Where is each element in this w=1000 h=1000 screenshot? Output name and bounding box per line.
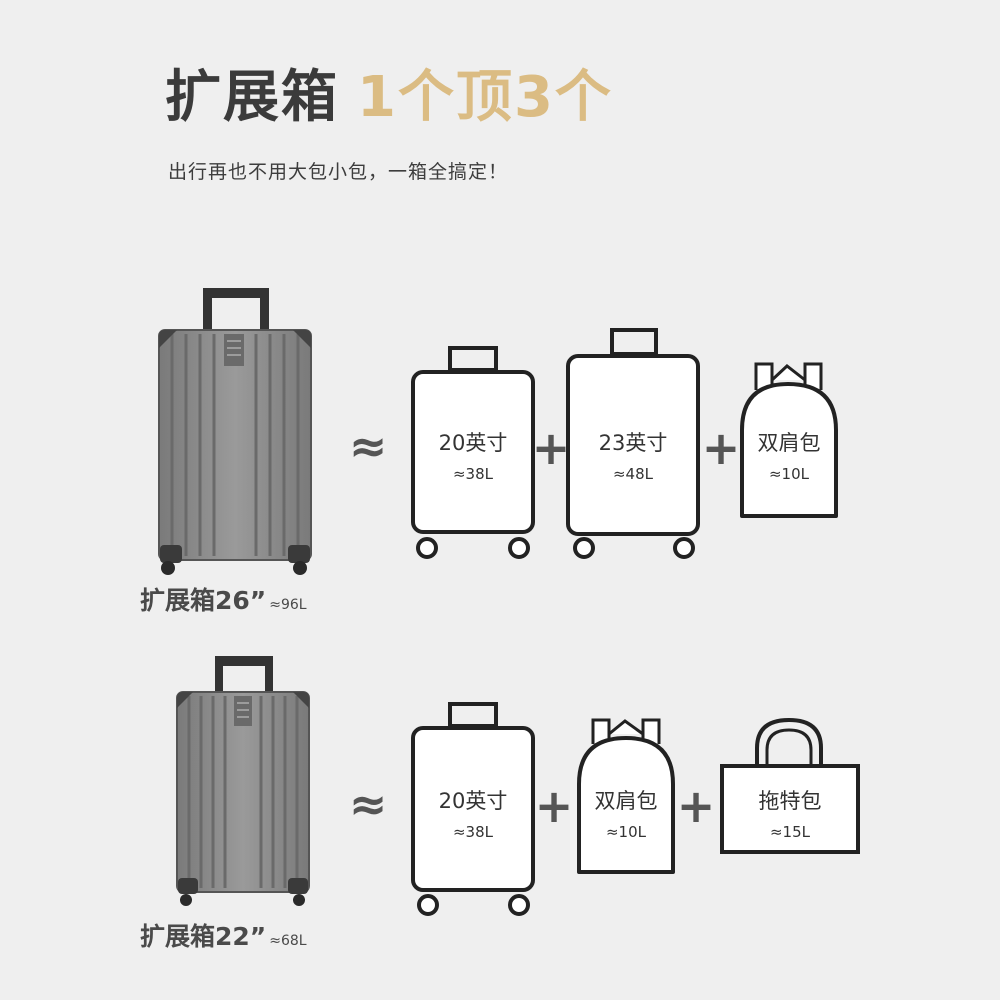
- suitcase-20-icon: [411, 346, 535, 559]
- suitcase-26-icon: [158, 288, 312, 575]
- backpack-icon: [577, 718, 675, 874]
- item-name: 20英寸: [439, 431, 508, 455]
- headline-main: 扩展箱: [165, 65, 339, 130]
- caption-volume: ≈68L: [269, 933, 307, 949]
- headline-accent: 1个顶3个: [357, 65, 613, 130]
- approx-sign: ≈: [349, 419, 388, 473]
- item-volume: ≈38L: [453, 465, 494, 483]
- item-volume: ≈10L: [606, 823, 647, 841]
- plus-sign: +: [535, 779, 574, 833]
- item-volume: ≈38L: [453, 823, 494, 841]
- item-name: 23英寸: [599, 431, 668, 455]
- caption-22: 扩展箱22”≈68L: [140, 917, 307, 953]
- item-volume: ≈48L: [613, 465, 654, 483]
- approx-sign: ≈: [349, 777, 388, 831]
- item-name: 20英寸: [439, 789, 508, 813]
- item-name: 双肩包: [758, 431, 821, 455]
- backpack-icon: [740, 362, 838, 518]
- suitcase-23-icon: [566, 328, 700, 559]
- headline: 扩展箱 1个顶3个: [165, 58, 613, 138]
- plus-sign: +: [677, 779, 716, 833]
- item-volume: ≈15L: [770, 823, 811, 841]
- caption-26: 扩展箱26”≈96L: [140, 581, 307, 617]
- item-name: 拖特包: [759, 789, 822, 813]
- tote-bag-icon: [720, 717, 860, 854]
- suitcase-22-icon: [176, 656, 310, 906]
- plus-sign: +: [702, 421, 741, 475]
- caption-volume: ≈96L: [269, 597, 307, 613]
- caption-size: 扩展箱22”: [140, 922, 267, 951]
- caption-size: 扩展箱26”: [140, 586, 267, 615]
- item-name: 双肩包: [595, 789, 658, 813]
- suitcase-20-icon: [411, 702, 535, 916]
- item-volume: ≈10L: [769, 465, 810, 483]
- subtitle: 出行再也不用大包小包，一箱全搞定！: [168, 161, 509, 183]
- plus-sign: +: [532, 421, 571, 475]
